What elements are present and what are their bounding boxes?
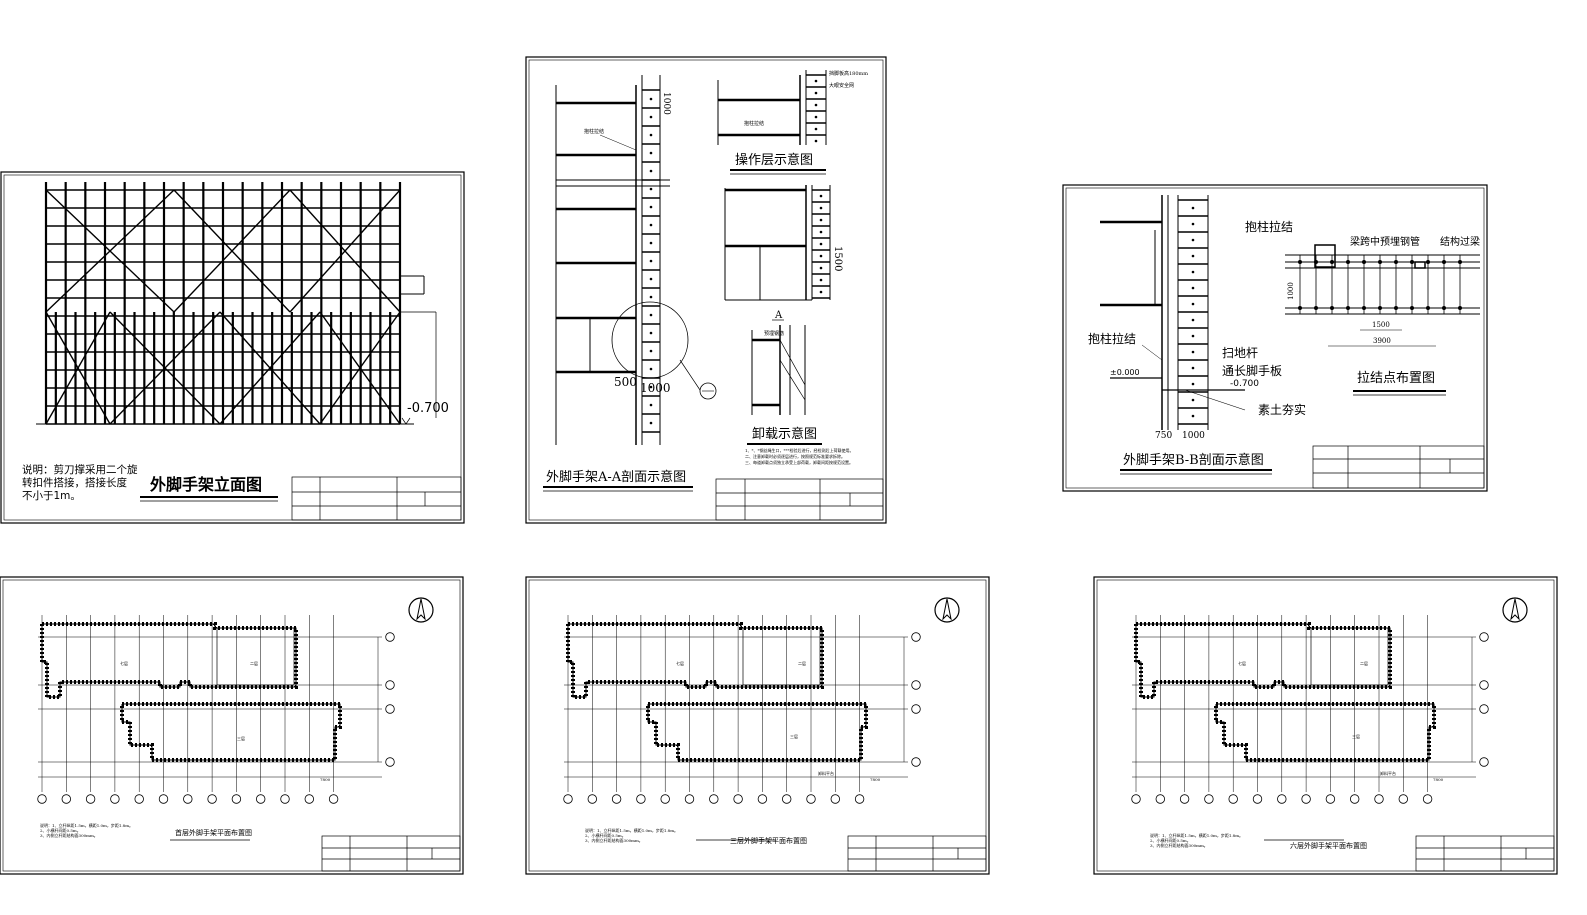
plan-drawing-1 <box>0 576 464 875</box>
scaffold-cross-braces <box>45 189 425 425</box>
plan1-room-c: 三层 <box>237 735 245 741</box>
label-elevation: -0.700 <box>1230 379 1259 389</box>
plan3-room-c: 三层 <box>790 733 798 739</box>
label-embed: 预埋钢筋 <box>764 330 784 337</box>
plan6-room-b: 二层 <box>1360 660 1368 666</box>
plan1-dim: 7800 <box>320 777 331 782</box>
dim-3900: 3900 <box>1373 337 1391 345</box>
plan6-note-3: 3、内侧立杆距结构面300mm。 <box>1150 842 1208 848</box>
plan3-note-1: 说明：1、立杆纵距1.5m，横距1.0m，步距1.8m。 <box>585 827 678 833</box>
operation-ladder <box>806 74 826 143</box>
label-safety-net: 大眼安全网 <box>829 82 854 89</box>
plan3-room-a: 七层 <box>676 660 684 666</box>
scaffold-elevation-grid <box>44 182 402 425</box>
sheet-third-floor-plan: 说明：1、立杆纵距1.5m，横距1.0m，步距1.8m。 2、小横杆间距0.5m… <box>585 660 881 845</box>
section-bb-title: 外脚手架B-B剖面示意图 <box>1123 452 1264 468</box>
sheet-section-bb: 抱柱拉结 扫地杆 通长脚手板 -0.700 ±0.000 素土夯实 750 10… <box>1062 184 1488 492</box>
plan1-room-b: 二层 <box>250 660 258 666</box>
section-bb-ladder <box>1178 199 1208 425</box>
sheet-elevation: -0.700 说明：剪刀撑采用二个旋 转扣件搭接，搭接长度 不小于1m。 外脚手… <box>0 171 465 524</box>
plan6-note-1: 说明：1、立杆纵距1.5m，横距1.0m，步距1.8m。 <box>1150 832 1243 838</box>
sheet-first-floor-plan: 说明：1、立杆纵距1.5m，横距1.0m，步距1.8m。 2、小横杆间距0.5m… <box>40 660 331 838</box>
dim-1000: 1000 <box>661 92 671 115</box>
dim-1000-vertical: 1000 <box>1287 282 1295 300</box>
dim-1000b: 1000 <box>640 381 671 395</box>
section-aa-title: 外脚手架A-A剖面示意图 <box>546 469 686 485</box>
plan-drawing-3 <box>1093 576 1558 875</box>
label-beam-pipe: 梁跨中预埋钢管 <box>1350 235 1420 248</box>
plan3-room-b: 二层 <box>798 660 806 666</box>
plan6-room-c: 三层 <box>1352 733 1360 739</box>
plan1-note-2: 2、小横杆间距0.5m。 <box>40 827 81 833</box>
label-column-tie-top: 抱柱拉结 <box>1245 219 1293 234</box>
label-sweep-bar: 扫地杆 <box>1222 346 1258 360</box>
title-block <box>715 478 884 521</box>
plan3-note-3: 3、内侧立杆距结构面300mm。 <box>585 837 643 843</box>
label-guard-board: 挡脚板高180mm <box>829 70 868 77</box>
label-structure-beam: 结构过梁 <box>1440 235 1480 248</box>
section-aa-main <box>555 75 670 445</box>
operation-layer-detail <box>717 70 827 145</box>
label-column-tie-2: 抱柱拉结 <box>744 120 764 127</box>
label-elevation-zero: ±0.000 <box>1110 368 1140 377</box>
sheet-section-aa: 500 1000 1000 抱柱拉结 抱柱拉结 挡脚板高180mm 大眼安全网 … <box>525 56 887 524</box>
plan-sheets <box>0 576 1558 875</box>
elevation-title: 外脚手架立面图 <box>149 475 262 494</box>
plan1-title: 首层外脚手架平面布置图 <box>175 828 252 837</box>
note-top: 1、*、*钢丝绳生口，***检验后进行，经检测后上荷载使用。 <box>745 447 854 453</box>
tie-layout-title: 拉结点布置图 <box>1357 371 1435 386</box>
sheet-sixth-floor-plan: 说明：1、立杆纵距1.5m，横距1.0m，步距1.8m。 2、小横杆间距0.5m… <box>1150 660 1444 850</box>
label-column-tie: 抱柱拉结 <box>584 128 604 135</box>
note-bot: 三、每道卸载点须独立承受上部荷载，卸载间距按规范设置。 <box>745 459 853 465</box>
middle-ladder <box>812 189 830 299</box>
label-compacted-soil: 素土夯实 <box>1258 402 1306 417</box>
label-long-board: 通长脚手板 <box>1222 363 1282 378</box>
plan-drawing-2 <box>525 576 990 875</box>
plan3-dim: 7800 <box>870 777 881 782</box>
middle-detail <box>724 185 831 301</box>
elevation-note-2: 转扣件搭接，搭接长度 <box>22 476 127 489</box>
plan6-title: 六层外脚手架平面布置图 <box>1290 841 1367 850</box>
dim-1500: 1500 <box>832 246 843 271</box>
plan3-platform: 卸料平台 <box>818 770 834 776</box>
dim-1500: 1500 <box>1372 321 1390 329</box>
section-mark: A <box>774 310 783 321</box>
plan1-room-a: 七层 <box>120 660 128 666</box>
plan6-note-2: 2、小横杆间距0.5m。 <box>1150 837 1191 843</box>
label-column-tie: 抱柱拉结 <box>1088 331 1136 346</box>
elevation-note-3: 不小于1m。 <box>22 490 81 502</box>
dim-1000: 1000 <box>1182 431 1205 441</box>
plan6-dim: 7800 <box>1433 777 1444 782</box>
plan3-note-2: 2、小横杆间距0.5m。 <box>585 832 626 838</box>
plan6-room-a: 七层 <box>1238 660 1246 666</box>
elevation-note-1: 说明：剪刀撑采用二个旋 <box>22 463 138 476</box>
unload-detail <box>751 325 806 415</box>
plan1-note-1: 说明：1、立杆纵距1.5m，横距1.0m，步距1.8m。 <box>40 822 133 828</box>
plan3-title: 三层外脚手架平面布置图 <box>730 836 807 845</box>
dim-750: 750 <box>1155 431 1172 441</box>
tie-layout-poles <box>1298 255 1462 314</box>
note-mid: 二、注意卸载时必须逐层进行，按照规范标准要求拆除。 <box>745 453 845 459</box>
plan6-platform: 卸料平台 <box>1380 770 1396 776</box>
title-block <box>1312 445 1485 489</box>
title-block <box>291 476 462 521</box>
plan1-note-3: 3、内侧立杆距结构面300mm。 <box>40 832 98 838</box>
elevation-label: -0.700 <box>407 401 449 416</box>
operation-title: 操作层示意图 <box>735 152 813 168</box>
dim-500: 500 <box>614 375 637 389</box>
unload-title: 卸载示意图 <box>752 426 817 442</box>
detail-circle <box>611 301 689 379</box>
